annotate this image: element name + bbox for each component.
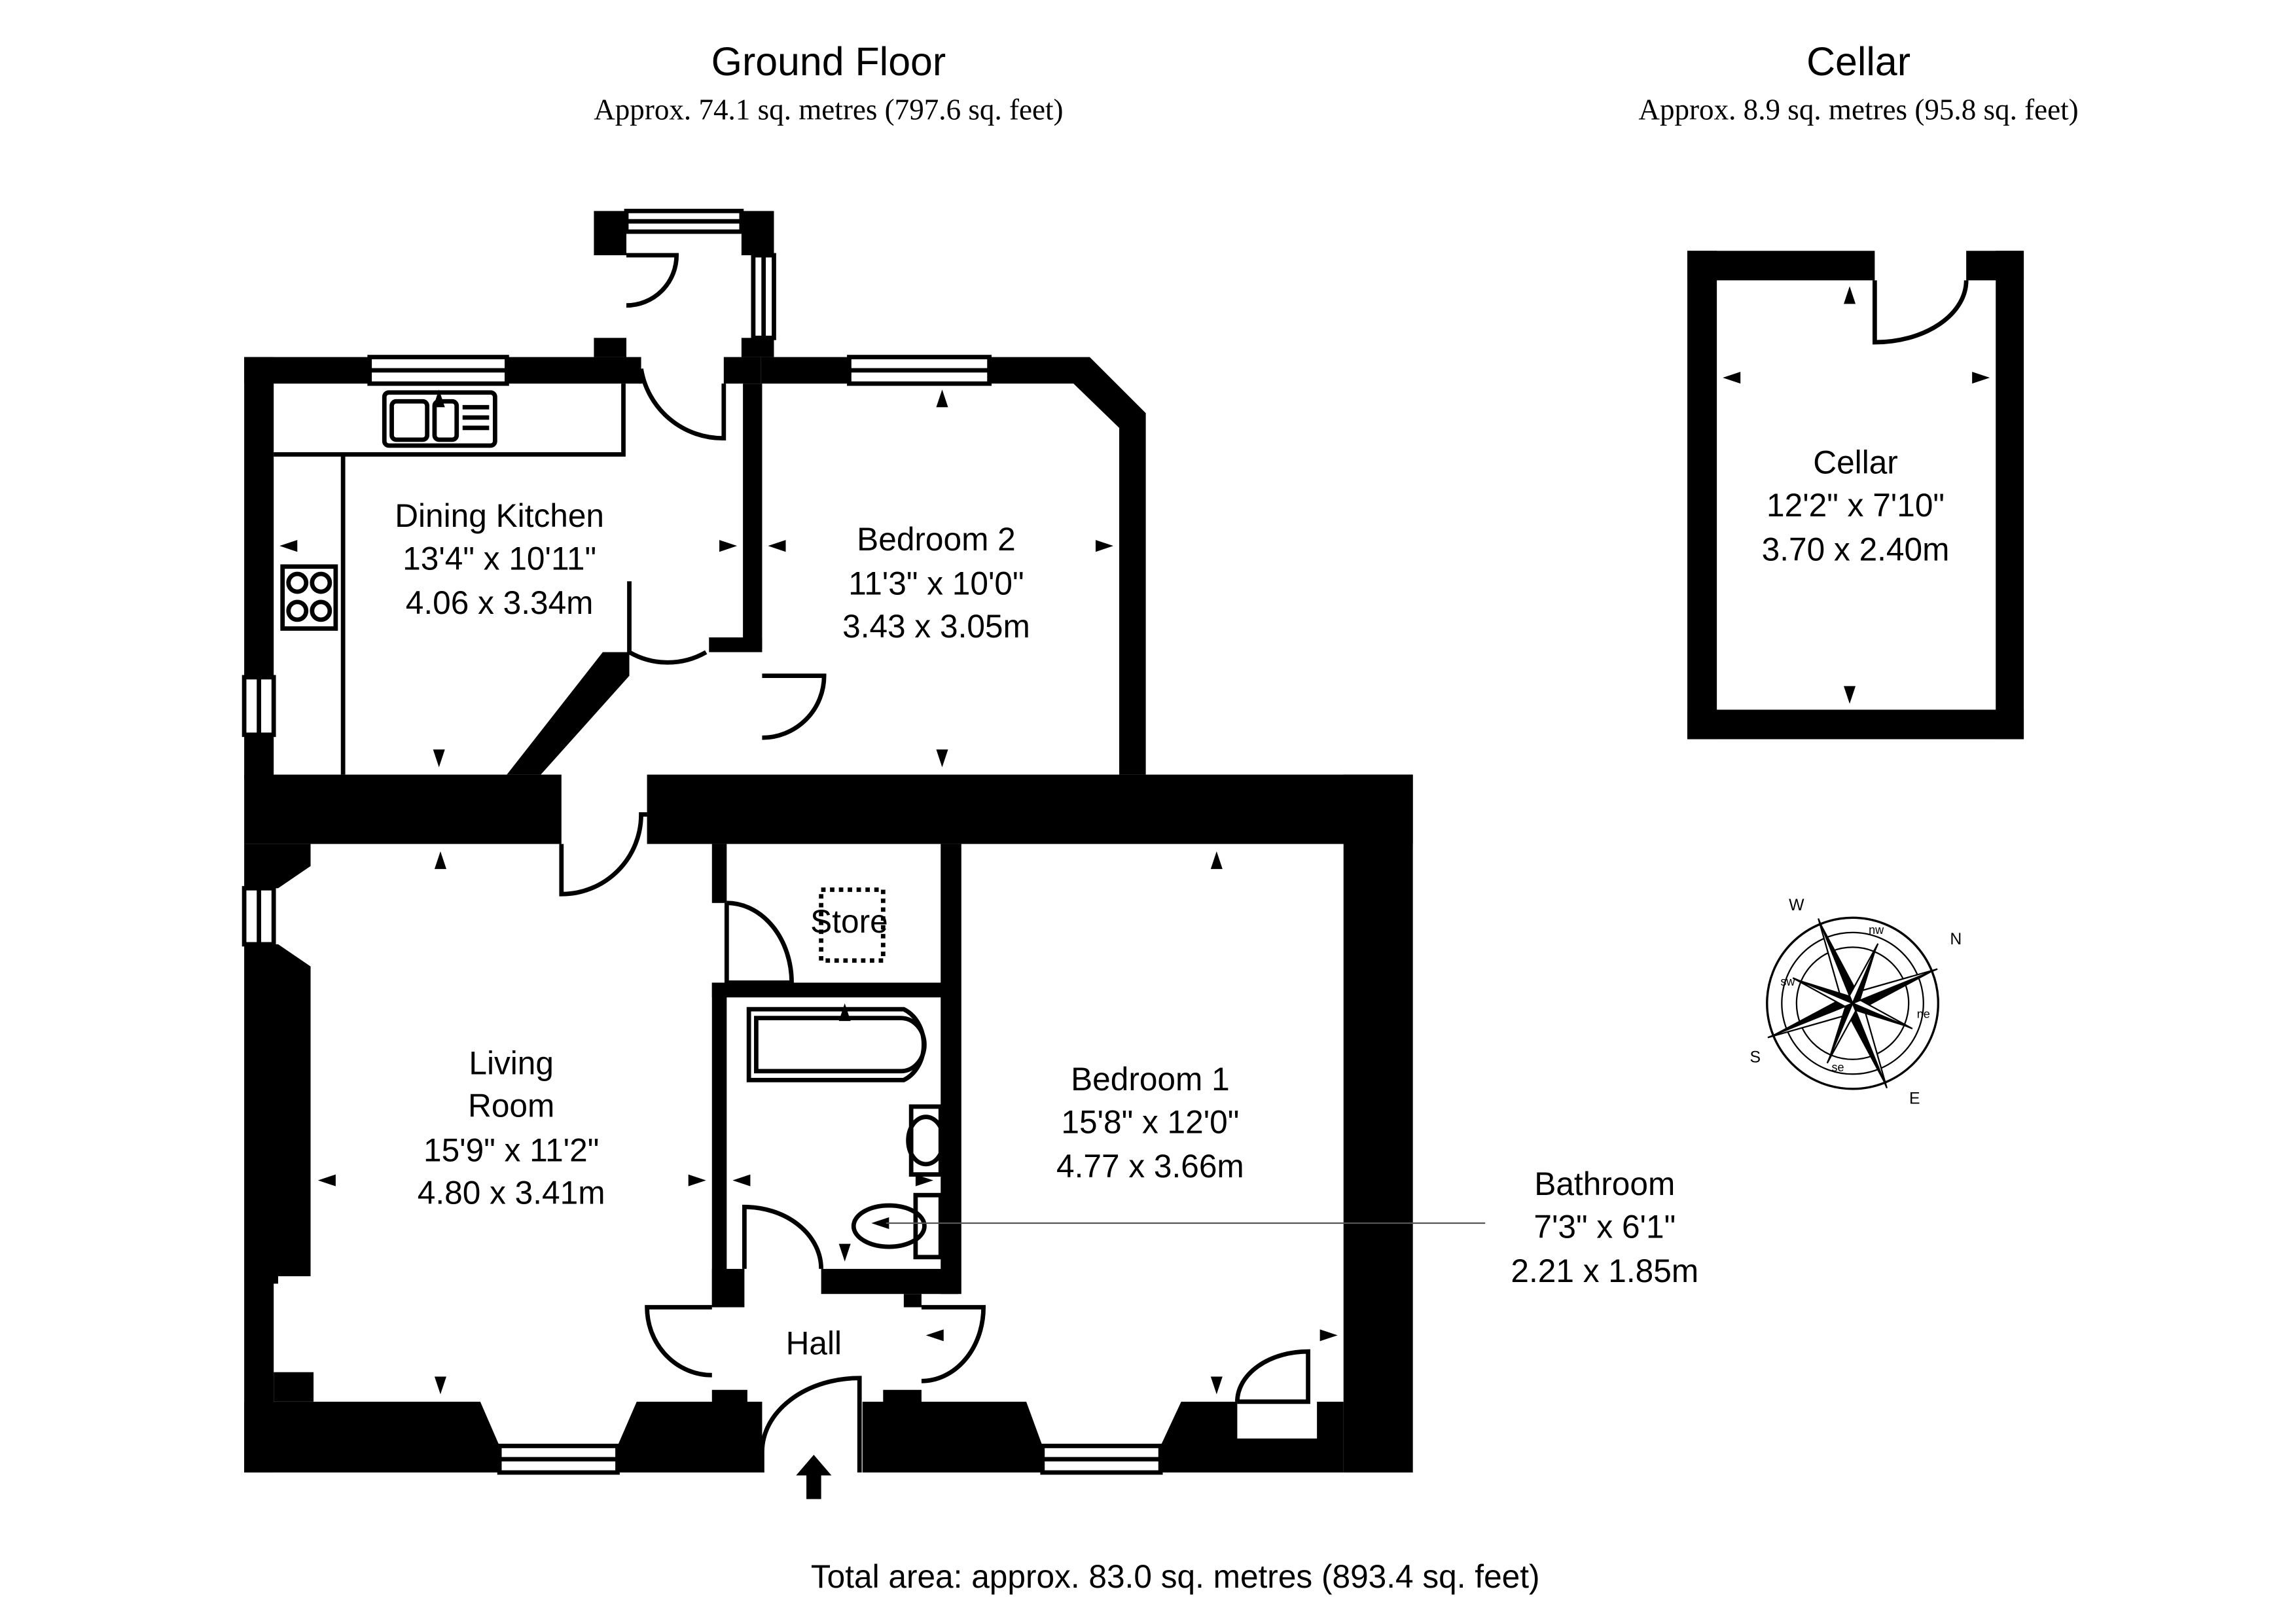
cellar-area: Approx. 8.9 sq. metres (95.8 sq. feet) — [1638, 94, 2078, 126]
dining-kitchen-imperial: 13'4" x 10'11" — [403, 540, 596, 577]
living-room-name-2: Room — [468, 1088, 554, 1124]
cellar-imperial: 12'2" x 7'10" — [1767, 487, 1945, 524]
measurement-markers — [279, 389, 1338, 1395]
dining-kitchen-metric: 4.06 x 3.34m — [406, 584, 594, 621]
hall-name: Hall — [786, 1325, 842, 1362]
compass-se: se — [1831, 1061, 1844, 1074]
cellar-walls — [1687, 251, 2024, 740]
ground-floor-title: Ground Floor — [711, 39, 946, 84]
compass-sw: sw — [1780, 975, 1795, 988]
dining-kitchen-name: Dining Kitchen — [395, 497, 604, 534]
living-room-imperial: 15'9" x 11'2" — [423, 1132, 599, 1168]
ground-floor-walls — [244, 211, 1413, 1473]
kitchen-fittings — [274, 383, 626, 775]
cellar-metric: 3.70 x 2.40m — [1762, 531, 1950, 568]
bedroom2-metric: 3.43 x 3.05m — [842, 608, 1030, 645]
compass-nw: nw — [1869, 923, 1884, 936]
cellar-title: Cellar — [1806, 39, 1910, 84]
compass-e: E — [1909, 1090, 1920, 1107]
bedroom1-imperial: 15'8" x 12'0" — [1061, 1103, 1239, 1140]
hob-icon — [280, 564, 338, 631]
compass-ne: ne — [1917, 1008, 1930, 1021]
store-hatch — [819, 887, 886, 963]
entrance-arrow-icon — [796, 1454, 832, 1499]
compass-s: S — [1749, 1048, 1761, 1066]
compass-w: W — [1789, 897, 1804, 914]
compass-icon: W N E S nw ne se sw — [1749, 897, 1962, 1107]
bathroom-imperial: 7'3" x 6'1" — [1534, 1209, 1676, 1245]
toilet-icon — [913, 1192, 943, 1260]
bathroom-fittings — [746, 887, 946, 1260]
compass-n: N — [1950, 931, 1962, 948]
bathroom-name: Bathroom — [1534, 1166, 1675, 1202]
store-name: Store — [810, 903, 888, 940]
bedroom2-imperial: 11'3" x 10'0" — [848, 565, 1024, 602]
living-room-metric: 4.80 x 3.41m — [418, 1175, 605, 1211]
ground-floor-area: Approx. 74.1 sq. metres (797.6 sq. feet) — [594, 94, 1063, 126]
windows — [242, 209, 1163, 1475]
total-area: Total area: approx. 83.0 sq. metres (893… — [811, 1558, 1540, 1595]
room-labels: Dining Kitchen 13'4" x 10'11" 4.06 x 3.3… — [395, 444, 1949, 1362]
bedroom2-name: Bedroom 2 — [857, 521, 1016, 558]
basin-icon — [908, 1104, 943, 1177]
bedroom1-name: Bedroom 1 — [1071, 1061, 1230, 1097]
living-room-name-1: Living — [469, 1044, 554, 1081]
bathroom-metric: 2.21 x 1.85m — [1511, 1253, 1698, 1289]
bedroom1-metric: 4.77 x 3.66m — [1056, 1148, 1244, 1185]
cellar-name: Cellar — [1813, 444, 1898, 481]
doors — [559, 253, 1310, 1473]
